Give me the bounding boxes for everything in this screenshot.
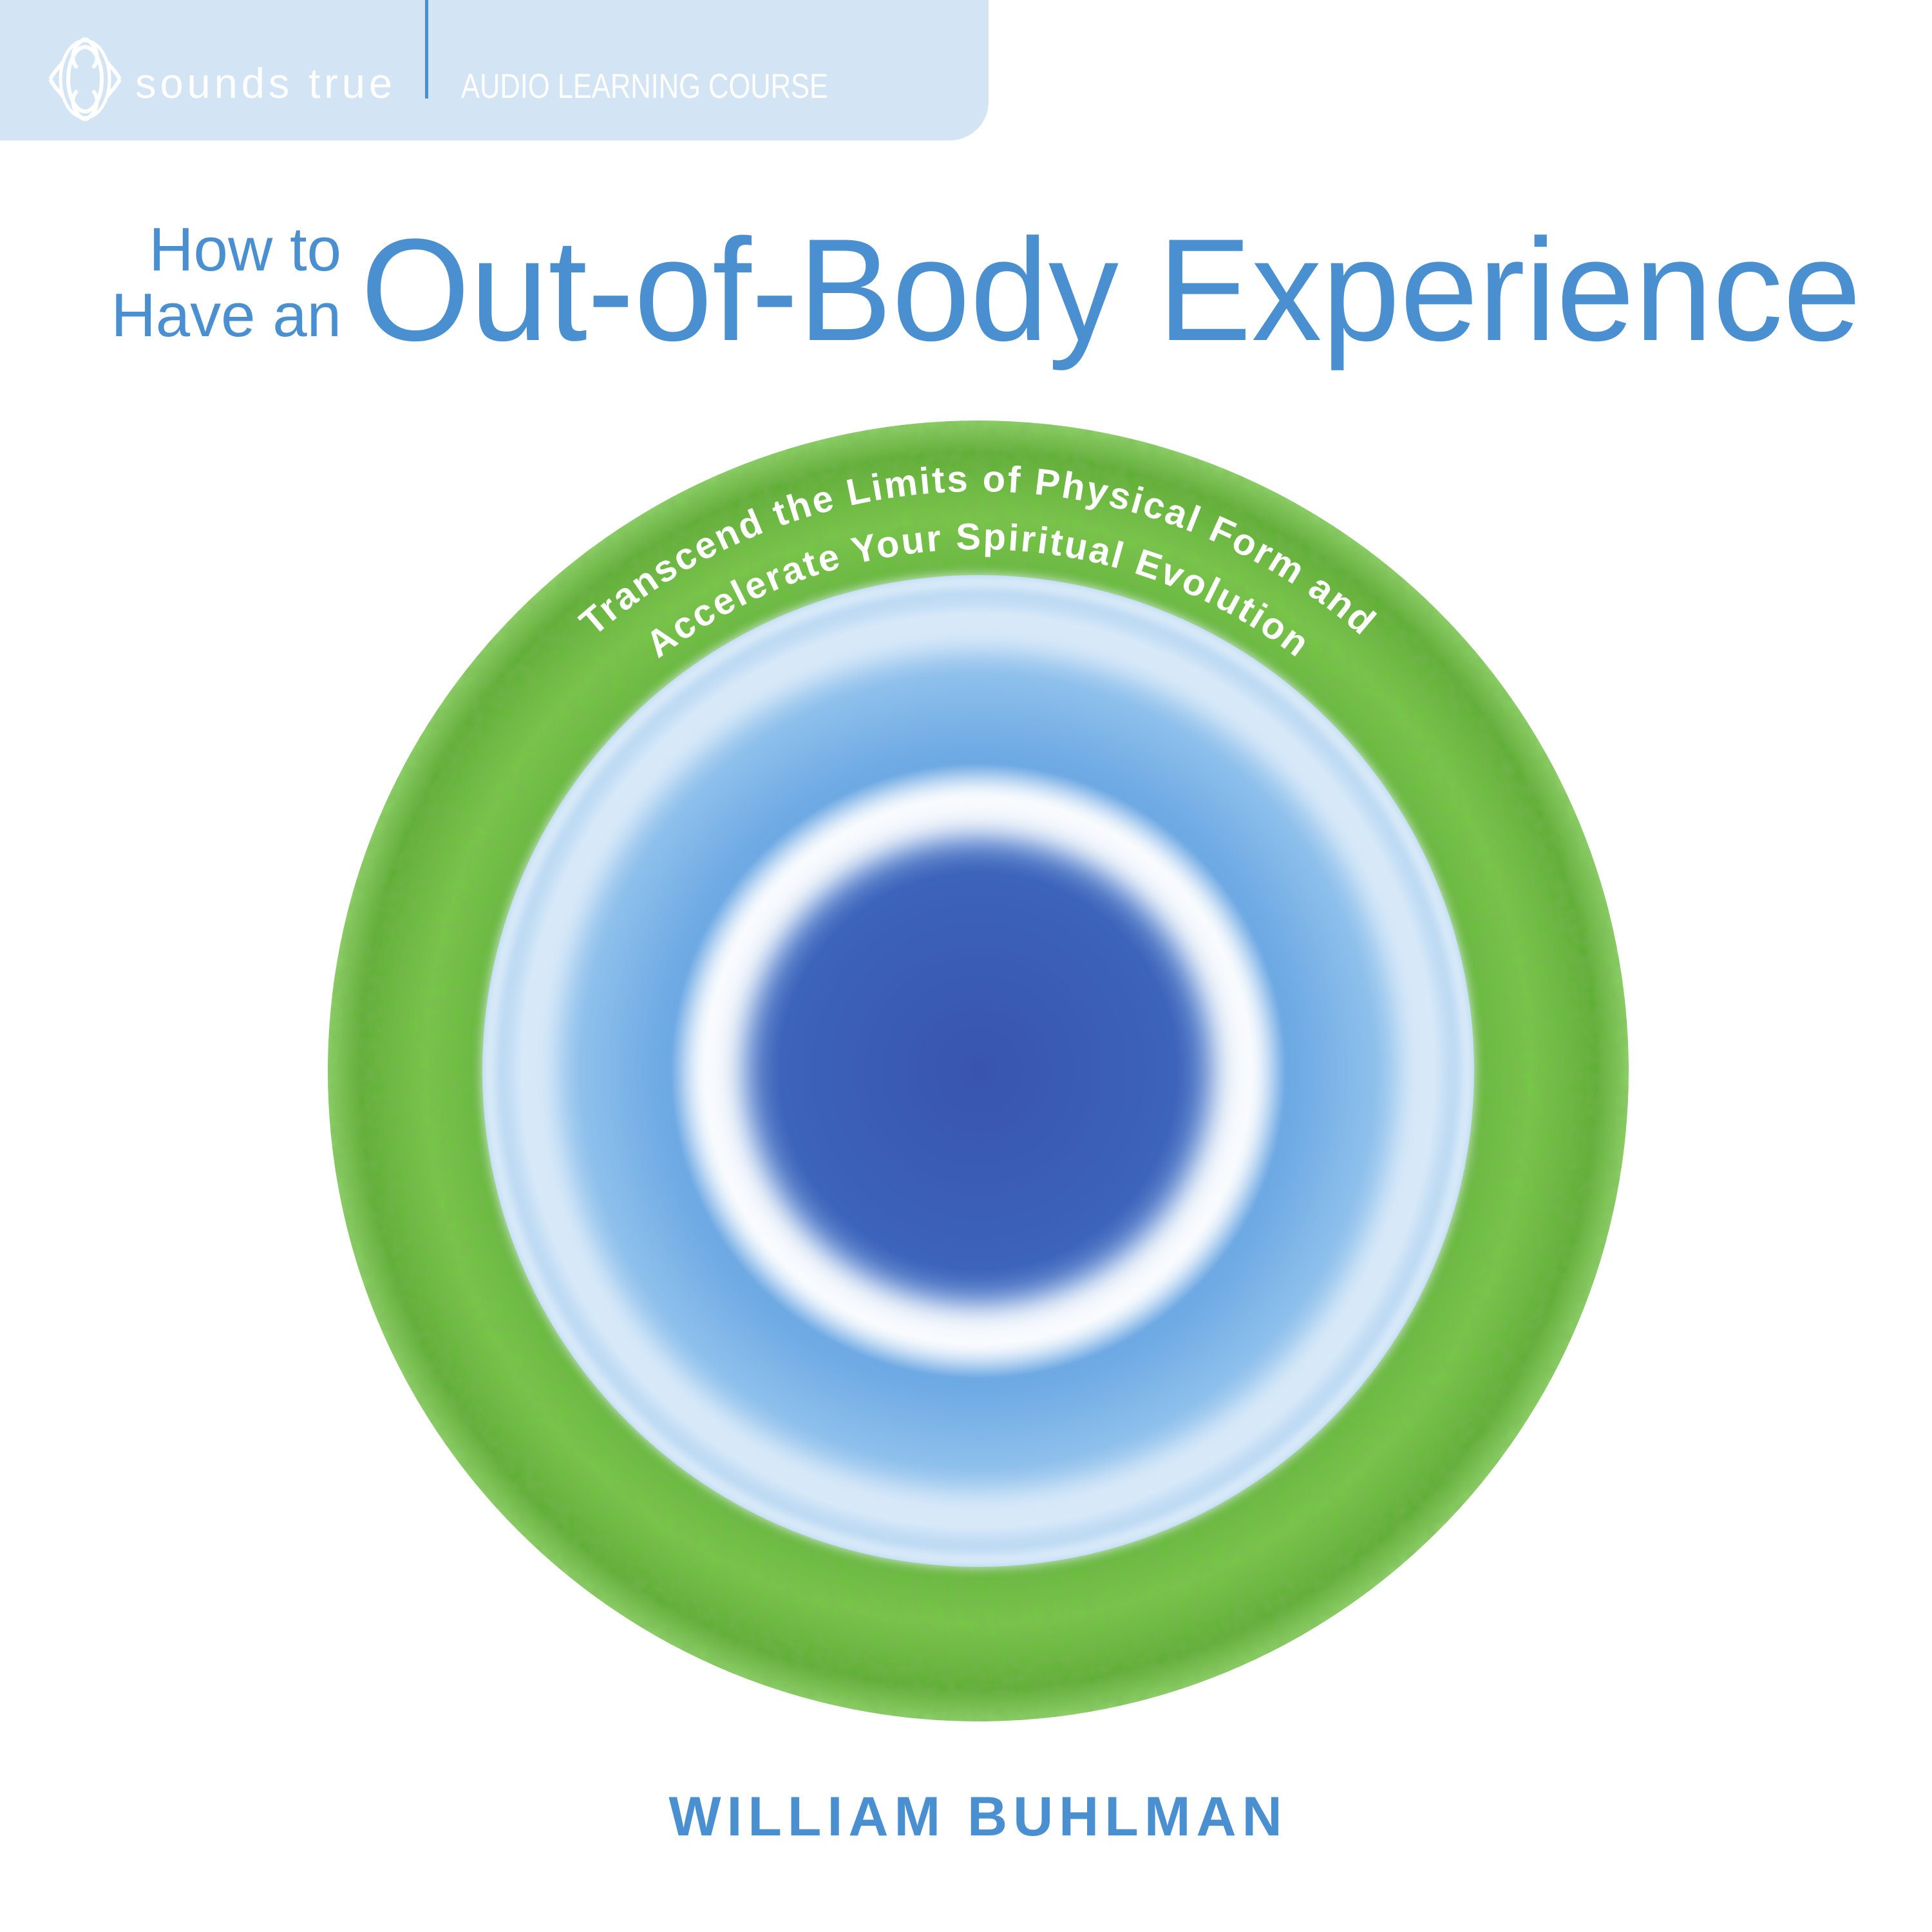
artwork-globe <box>328 421 1629 1721</box>
sky-edge-glow <box>482 574 1475 1567</box>
series-label: AUDIO LEARNING COURSE <box>461 67 828 106</box>
title-small-line-1: How to <box>149 215 341 284</box>
dark-center <box>759 852 1197 1290</box>
title-small-line-2: Have an <box>111 281 341 350</box>
header-divider <box>425 0 428 99</box>
author-name: WILLIAM BUHLMAN <box>668 1786 1287 1848</box>
cloud-ring-inner <box>692 784 1265 1358</box>
title-main: Out-of-Body Experience <box>361 208 1861 371</box>
cloud-ring-outer <box>527 620 1429 1522</box>
brand-name: sounds true <box>135 59 396 107</box>
sounds-true-logo <box>48 37 122 122</box>
header-band <box>0 0 989 140</box>
lotus-mandala-icon <box>48 37 122 122</box>
